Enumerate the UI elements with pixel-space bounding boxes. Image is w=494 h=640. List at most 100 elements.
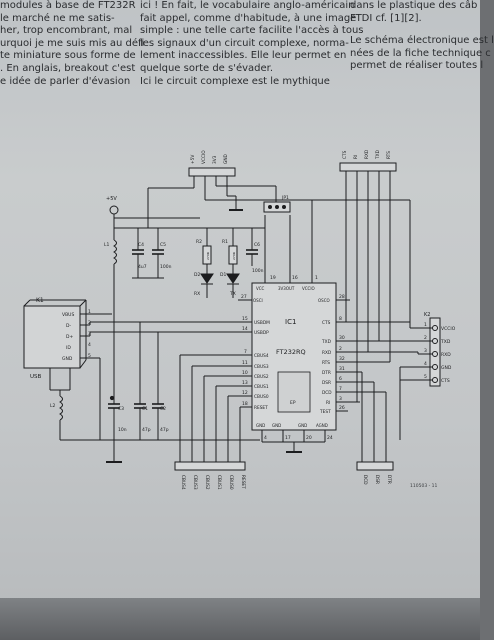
k1-label: K1	[36, 297, 44, 304]
bottom-left-header-pin: CBUS2	[204, 475, 210, 490]
k2-pin-name: VCCIO	[441, 326, 456, 332]
ic-pin-num: 3	[339, 396, 342, 402]
k2-pin-num: 5	[424, 374, 427, 380]
c3-label: C3	[118, 406, 124, 412]
top-header-pin: VCCIO	[201, 150, 207, 164]
ic-pin-name: OSCO	[318, 298, 330, 303]
bottom-right-header-pin: DCD	[362, 475, 368, 485]
ic-pin-num: 7	[339, 386, 342, 392]
ic-pin-num: 27	[241, 294, 247, 300]
k2-pins: VCCIO TXD RXD GND CTS 1 2 3 4 5	[424, 322, 456, 384]
ic-pin-num: 11	[242, 360, 248, 366]
k2-pin-num: 1	[424, 322, 427, 328]
magazine-page: modules à base de FT232R le marché ne me…	[0, 0, 494, 600]
ic-pin-num: 2	[339, 346, 342, 352]
text-line: urquoi je me suis mis au défi	[0, 37, 145, 49]
text-line: lement inaccessibles. Elle leur permet e…	[140, 50, 347, 62]
ic-pin-num: 30	[339, 335, 345, 341]
text-line: e idée de parler d'évasion	[0, 75, 131, 87]
c2-label: C2	[160, 406, 166, 412]
text-line: Ici le circuit complexe est le mythique	[140, 75, 330, 87]
bottom-left-header-pin: RESET	[240, 475, 246, 489]
ic-pin-name: 3V3OUT	[278, 286, 295, 291]
c6-label: C6	[254, 242, 260, 248]
r1-label: R1	[222, 239, 228, 245]
bottom-left-header-pin: CBUS0	[228, 475, 234, 490]
ic-pin-name: GND	[298, 423, 307, 428]
schematic-diagram: IC1 FT232RQ EP VCC 3V3OUT VCCIO 19 16 1 …	[23, 149, 456, 490]
k2-pin-name: GND	[441, 365, 452, 371]
top-header-pin: GND	[223, 153, 229, 164]
ic-pin-num: 10	[242, 370, 248, 376]
bottom-left-header	[174, 461, 246, 471]
ic-pin-num: 24	[327, 435, 333, 441]
text-line: dans le plastique des câb	[350, 0, 478, 11]
text-line: fait appel, comme d'habitude, à une imag…	[140, 12, 357, 24]
right-header-pin: RTS	[386, 151, 392, 159]
r2-value: 270R	[206, 252, 210, 260]
ic-pin-num: 32	[339, 356, 345, 362]
k1-pin-name: D-	[66, 323, 71, 329]
ic-pin-name: USBDM	[254, 320, 270, 326]
ic-pin-name: CBUS1	[254, 384, 269, 390]
ic-pin-num: 28	[339, 294, 345, 300]
r2-label: R2	[196, 239, 202, 245]
ic-pin-name: TEST	[319, 409, 331, 415]
k1-pin-name: ID	[66, 345, 71, 351]
k2-pin-num: 4	[424, 361, 427, 367]
k1-pin-num: 4	[88, 342, 91, 348]
ic1-part: FT232RQ	[276, 348, 306, 356]
plus5v-label: +5V	[106, 196, 117, 202]
ic-pin-num: 8	[339, 316, 342, 322]
ic1-label: IC1	[285, 318, 296, 326]
ic1-exposed-pad	[277, 371, 311, 413]
plus5v-terminal	[109, 205, 119, 215]
bottom-right-header-pin: DTR	[386, 475, 392, 484]
ic-pin-num: 4	[264, 435, 267, 441]
right-header-pin: TXD	[375, 149, 381, 160]
text-line: Le schéma électronique est l	[350, 35, 494, 47]
ic-pin-name: CBUS3	[254, 364, 269, 370]
text-line: quelque sorte de s'évader.	[140, 62, 274, 74]
ic-pin-num: 20	[306, 435, 312, 441]
top-header-pin: 3V3	[212, 155, 218, 164]
k1-pin-name: GND	[62, 356, 73, 362]
ic-pin-name: DCD	[322, 390, 332, 396]
ic-pin-num: 16	[292, 275, 298, 281]
l1-inductor	[113, 239, 117, 265]
ic-pin-name: DTR	[322, 370, 331, 376]
k2-pin-name: CTS	[441, 378, 450, 384]
d1-led	[226, 273, 240, 284]
text-line: les signaux d'un circuit complexe, norma…	[140, 37, 349, 49]
ic-pin-name: RXD	[322, 350, 332, 356]
c5-label: C5	[160, 242, 166, 248]
c4-value: 4u7	[138, 264, 147, 270]
text-line: . En anglais, breakout c'est	[0, 62, 136, 74]
c1-label: C1	[142, 406, 148, 412]
c6-value: 100n	[252, 268, 264, 274]
k1-pin-name: VBUS	[62, 312, 74, 318]
text-line: ici ! En fait, le vocabulaire anglo-amér…	[140, 0, 355, 11]
k1-pin-name: D+	[66, 334, 73, 340]
ic-pin-num: 17	[285, 435, 291, 441]
ic-pin-name: RTS	[322, 360, 330, 366]
ic-pin-num: 1	[315, 275, 318, 281]
ic-pin-name: VCCIO	[302, 286, 315, 291]
top-header	[188, 167, 236, 177]
ic-pin-name: VCC	[256, 286, 265, 291]
ic-pin-name: CBUS4	[254, 353, 269, 359]
ic-bottom-pins: GND GND GND AGND 4 17 20 24	[256, 423, 333, 453]
c2-value: 47p	[160, 427, 169, 433]
k2-pin-name: RXD	[441, 352, 451, 358]
ic-pin-num: 19	[270, 275, 276, 281]
bottom-left-header-pin: CBUS4	[180, 475, 186, 490]
ic-pin-num: 18	[242, 401, 248, 407]
c1-value: 47p	[142, 427, 151, 433]
article-column-1: modules à base de FT232R le marché ne me…	[0, 0, 145, 88]
c3-value: 10n	[118, 427, 127, 433]
text-line: nées de la fiche technique c	[350, 47, 491, 59]
ic-pin-num: 14	[242, 326, 248, 332]
ic-pin-name: RI	[326, 400, 330, 406]
ic-pin-name: GND	[272, 423, 281, 428]
k2-pin-num: 3	[424, 348, 427, 354]
